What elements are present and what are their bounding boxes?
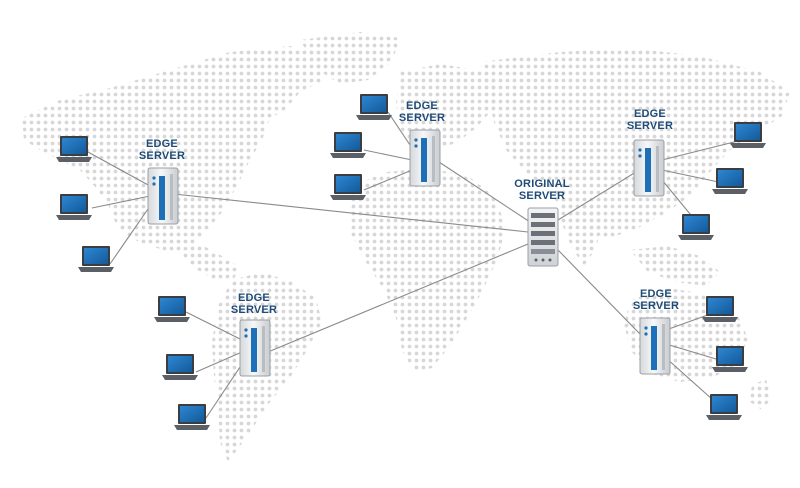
edge-server-icon xyxy=(633,139,665,197)
origin-server-label: ORIGINAL SERVER xyxy=(514,178,570,202)
edge-server-label-west: EDGE SERVER xyxy=(138,138,186,162)
laptop-icon xyxy=(330,132,366,158)
origin-server-icon xyxy=(527,207,559,267)
edge-server-icon xyxy=(239,319,271,377)
edge-server-icon xyxy=(147,167,179,225)
edge-server-icon xyxy=(639,317,671,375)
laptop-icon xyxy=(174,404,210,430)
laptop-icon xyxy=(706,394,742,420)
world-map-dots xyxy=(22,32,790,462)
link-origin-edge-east xyxy=(557,171,637,221)
laptop-icon xyxy=(56,194,92,220)
edge-server-label-east: EDGE SERVER xyxy=(626,108,674,132)
link-origin-edge-southeast xyxy=(557,249,641,335)
edge-server-label-southeast: EDGE SERVER xyxy=(632,288,680,312)
edge-server-label-southwest: EDGE SERVER xyxy=(230,292,278,316)
laptop-icon xyxy=(78,246,114,272)
edge-server-icon xyxy=(409,129,441,187)
laptop-icon xyxy=(702,296,738,322)
laptop-icon xyxy=(356,94,392,120)
laptop-icon xyxy=(730,122,766,148)
laptops xyxy=(56,94,766,430)
laptop-icon xyxy=(712,346,748,372)
laptop-icon xyxy=(330,174,366,200)
laptop-icon xyxy=(678,214,714,240)
laptop-icon xyxy=(154,296,190,322)
edge-server-label-north: EDGE SERVER xyxy=(398,100,446,124)
link-origin-edge-west xyxy=(173,193,529,233)
link-origin-edge-north xyxy=(435,159,531,223)
laptop-icon xyxy=(712,168,748,194)
laptop-icon xyxy=(162,354,198,380)
link-origin-edge-southwest xyxy=(267,243,529,353)
laptop-icon xyxy=(56,136,92,162)
